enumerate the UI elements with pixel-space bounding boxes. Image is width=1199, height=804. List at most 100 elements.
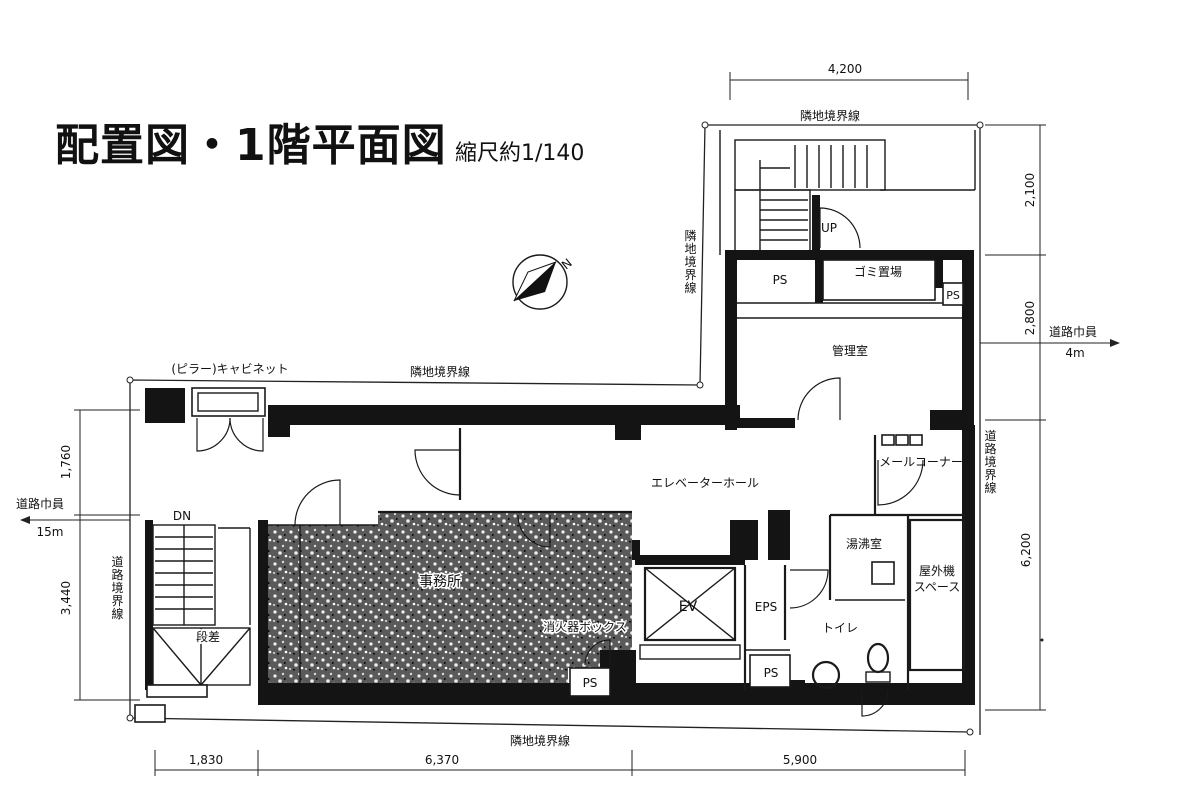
boundary-point (701, 121, 709, 129)
elevator-door (639, 644, 741, 660)
kitchenette-sink (871, 561, 895, 585)
wall (768, 510, 790, 560)
door-swing (877, 459, 924, 506)
ps-upper-right-label: PS (946, 289, 960, 302)
wall (258, 520, 268, 705)
step-label: 段差 (196, 629, 220, 644)
door-swing (517, 514, 551, 548)
plan-scale: 縮尺約1/140 (455, 141, 584, 166)
boundary-point (976, 121, 984, 129)
dim-bottom-right-label: 5,900 (783, 753, 817, 767)
ps-box-lower (749, 654, 791, 688)
office-floor (268, 512, 632, 683)
elevator-hall-label: エレベーターホール (651, 476, 759, 490)
ramp-line (152, 627, 202, 686)
wall (615, 420, 641, 440)
stair-column (812, 195, 820, 250)
elevator-label: EV (679, 599, 698, 615)
room-labels: UP PS ゴミ置場 PS 管理室 (ピラー)キャビネット メールコーナー エレ… (171, 221, 963, 690)
dim-mark (1040, 638, 1044, 642)
road-widths: 道路巾員 4m 道路巾員 15m (16, 324, 1120, 539)
service-core (639, 518, 966, 690)
road-arrowhead-right (1110, 339, 1120, 347)
wall (962, 250, 974, 430)
dim-bottom-left-label: 1,830 (189, 753, 223, 767)
ps-box-office (569, 667, 611, 697)
cabinet-box (191, 387, 266, 417)
boundary-right-road-label: 道路境界線 (983, 429, 997, 494)
boundary-point (126, 376, 134, 384)
door-swing (196, 417, 231, 452)
eps-label: EPS (755, 600, 777, 614)
ps-lower-label: PS (764, 666, 779, 680)
fire-box-label: 消火器ボックス (543, 620, 627, 634)
north-arrow-icon: N (512, 254, 575, 310)
kitchenette-label: 湯沸室 (846, 536, 882, 551)
management-room-label: 管理室 (832, 343, 868, 358)
dim-right-lower-label: 6,200 (1019, 533, 1033, 567)
door-swing (789, 569, 829, 609)
stair-outline (734, 139, 886, 191)
boundary-bottom-label: 隣地境界線 (510, 733, 570, 748)
dim-right-upper-label: 2,100 (1023, 173, 1037, 207)
door-swing (294, 479, 341, 526)
outdoor-unit-space (908, 518, 966, 672)
dimensions: 4,200 2,100 2,800 6,200 1,760 3,440 1,83… (59, 62, 1046, 776)
wall (635, 555, 745, 565)
plan-title: 配置図・1階平面図 (55, 120, 447, 171)
toilet-tank (865, 671, 891, 683)
road-left-label: 道路巾員 (16, 496, 64, 511)
wall (725, 250, 737, 430)
site-boundary (126, 121, 984, 736)
mail-box-slot (895, 434, 909, 446)
wall (145, 520, 153, 690)
toilet-washbasin (811, 660, 841, 690)
north-arrow-circle (512, 254, 568, 310)
elevator-shaft (643, 566, 737, 642)
ps-box-upper-right (942, 282, 964, 306)
wall (145, 388, 185, 423)
wall (268, 405, 740, 425)
dn-label: DN (173, 509, 191, 523)
boundary-middle-label: 隣地境界線 (410, 364, 470, 379)
dim-right-middle-label: 2,800 (1023, 301, 1037, 335)
entrance-stairs (134, 524, 251, 723)
toilet-bowl (866, 642, 890, 674)
boundary-left-road-label: 道路境界線 (110, 555, 124, 620)
road-left-width: 15m (37, 525, 64, 539)
garbage-room-label: ゴミ置場 (854, 264, 902, 279)
ps-upper-left-label: PS (773, 273, 788, 287)
wall (930, 410, 965, 430)
walls (145, 250, 975, 705)
ps-office-label: PS (583, 676, 598, 690)
door-swing (414, 449, 461, 496)
elevator-cross (644, 567, 736, 641)
mail-box-slot (881, 434, 895, 446)
dim-bottom-middle-label: 6,370 (425, 753, 459, 767)
north-arrow-needle-light (513, 261, 557, 302)
upper-stairs (734, 139, 886, 253)
pillar-cabinet (191, 387, 266, 417)
office-label: 事務所 (419, 574, 461, 590)
ramp-base (146, 684, 208, 698)
cabinet-inner (197, 392, 259, 412)
mail-corner-label: メールコーナー (879, 455, 963, 469)
up-label: UP (821, 221, 837, 235)
wall (815, 258, 823, 303)
wall (790, 680, 805, 705)
office-area (268, 510, 632, 697)
outdoor-unit-label-1: 屋外機 (919, 563, 955, 578)
dim-top-label: 4,200 (828, 62, 862, 76)
title-block: 配置図・1階平面図 縮尺約1/140 (55, 120, 584, 171)
boundary-point (126, 714, 134, 722)
wall (962, 425, 975, 705)
garbage-room-box (822, 259, 936, 301)
road-right-label: 道路巾員 (1049, 324, 1097, 339)
door-swing (819, 207, 861, 249)
doors (196, 207, 924, 717)
boundary-top-label: 隣地境界線 (800, 108, 860, 123)
mail-box-slot (909, 434, 923, 446)
cabinet-label: (ピラー)キャビネット (171, 362, 288, 376)
outdoor-unit-label-2: スペース (914, 580, 961, 594)
